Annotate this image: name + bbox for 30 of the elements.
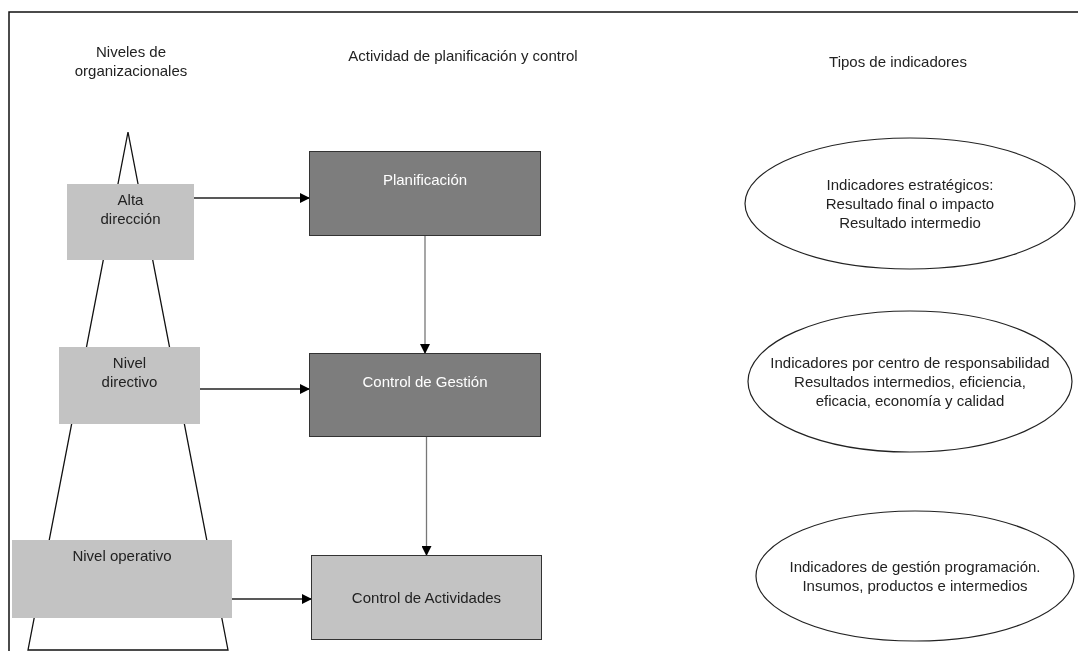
- arrow: [193, 193, 310, 203]
- column-heading: Niveles de organizacionales: [73, 42, 189, 80]
- indicator-ellipse: [744, 137, 1076, 270]
- indicator-text: Indicadores de gestión programación.: [789, 557, 1041, 576]
- indicator-text: Insumos, productos e intermedios: [802, 576, 1028, 595]
- column-heading: Tipos de indicadores: [828, 52, 968, 71]
- indicator-text: Resultados intermedios, eficiencia, eficacia, economía y calidad: [793, 372, 1027, 410]
- arrow: [420, 235, 430, 354]
- indicator-text: Indicadores estratégicos:: [826, 175, 994, 194]
- level-label: Alta dirección: [99, 190, 162, 228]
- indicator-ellipse: [755, 510, 1075, 642]
- indicator-text: Resultado intermedio: [839, 213, 981, 232]
- activity-box: [311, 555, 542, 640]
- activity-label: Control de Gestión: [362, 372, 488, 391]
- activity-box: [309, 151, 541, 236]
- indicator-text: Resultado final o impacto: [825, 194, 995, 213]
- indicator-ellipse: [747, 310, 1073, 453]
- arrow: [199, 384, 310, 394]
- arrow: [231, 594, 312, 604]
- arrow: [421, 436, 432, 556]
- column-heading: Actividad de planificación y control: [347, 46, 579, 65]
- level-box: [12, 540, 232, 618]
- activity-label: Control de Actividades: [351, 588, 502, 607]
- level-box: [59, 347, 200, 424]
- activity-label: Planificación: [382, 170, 468, 189]
- level-label: Nivel operativo: [72, 546, 172, 565]
- indicator-text: Indicadores por centro de responsabilidad: [770, 353, 1050, 372]
- level-box: [67, 184, 194, 260]
- level-label: Nivel directivo: [100, 353, 159, 391]
- activity-box: [309, 353, 541, 437]
